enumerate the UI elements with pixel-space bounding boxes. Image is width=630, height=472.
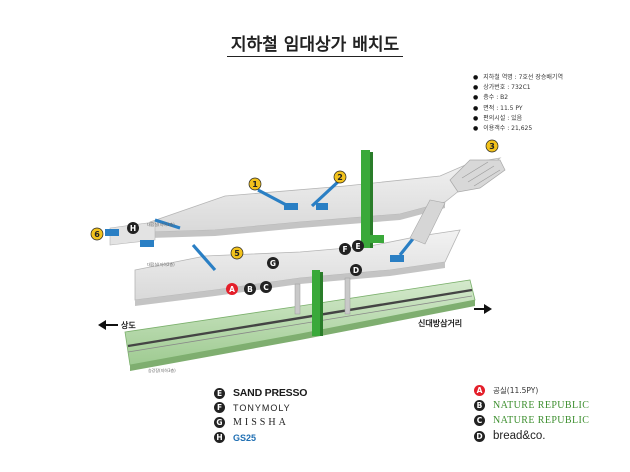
store-marker-d[interactable]: D	[350, 264, 362, 276]
store-badge: F	[214, 402, 225, 413]
svg-text:대합실(지하2층): 대합실(지하2층)	[147, 261, 175, 267]
page-title: 지하철 임대상가 배치도	[0, 30, 630, 57]
store-id: B	[247, 285, 253, 294]
exit-marker-2[interactable]: 2	[333, 170, 347, 184]
info-item: 층수 : B2	[473, 93, 563, 103]
concourse-upper	[109, 157, 502, 246]
store-badge: H	[214, 432, 225, 443]
store-marker-c[interactable]: C	[260, 281, 272, 293]
store-marker-b[interactable]: B	[244, 283, 256, 295]
station-info-list: 지하철 역명 : 7호선 장승배기역 상가번호 : 732C1 층수 : B2 …	[473, 73, 563, 134]
legend-item-c: C NATURE REPUBLIC	[474, 415, 589, 429]
brand-logo-bread-and-co: bread&co.	[493, 430, 546, 442]
store-badge: D	[474, 430, 485, 442]
exit-number: 1	[252, 180, 258, 189]
exit-number: 5	[234, 249, 240, 258]
svg-text:승강장(지하3층): 승강장(지하3층)	[148, 367, 176, 373]
info-item: 상가번호 : 732C1	[473, 83, 563, 93]
store-id: D	[353, 266, 359, 275]
info-item: 편의시설 : 있음	[473, 114, 563, 124]
direction-arrow-left-icon	[98, 320, 118, 330]
store-badge: B	[474, 400, 485, 411]
store-id: C	[263, 283, 269, 292]
concourse-lower	[134, 229, 461, 306]
brand-logo-missha: MISSHA	[233, 417, 289, 428]
legend-item-g: G MISSHA	[214, 417, 289, 431]
exit-marker-3[interactable]: 3	[485, 139, 499, 153]
info-item: 이용객수 : 21,625	[473, 124, 563, 134]
store-id: H	[130, 224, 136, 233]
exit-number: 6	[94, 230, 100, 239]
store-marker-f[interactable]: F	[339, 243, 351, 255]
exit-marker-5[interactable]: 5	[230, 246, 244, 260]
direction-arrow-right-icon	[474, 304, 492, 314]
brand-logo-gs25: GS25	[233, 432, 257, 443]
stairs-right	[409, 199, 446, 245]
store-id: G	[270, 259, 276, 268]
store-badge: G	[214, 417, 225, 428]
store-marker-a[interactable]: A	[226, 283, 238, 295]
legend-item-e: E SAND PRESSO	[214, 387, 307, 401]
info-item: 지하철 역명 : 7호선 장승배기역	[473, 73, 563, 83]
stairs-exit-3	[449, 159, 506, 193]
store-marker-g[interactable]: G	[267, 257, 279, 269]
legend-item-a: A 공실(11.5PY)	[474, 385, 538, 399]
store-marker-h[interactable]: H	[127, 222, 139, 234]
store-vacant-label: 공실(11.5PY)	[493, 386, 539, 395]
exit-marker-6[interactable]: 6	[90, 227, 104, 241]
store-marker-e[interactable]: E	[352, 240, 364, 252]
store-badge: E	[214, 387, 225, 399]
svg-text:대합실(지하1층): 대합실(지하1층)	[147, 221, 175, 227]
pillars	[294, 277, 351, 315]
direction-left-label: 상도	[121, 321, 136, 330]
store-id: F	[342, 245, 347, 254]
store-badge: A	[474, 385, 485, 396]
station-sign-icons	[105, 203, 404, 262]
brand-logo-nature-republic: NATURE REPUBLIC	[493, 415, 590, 426]
brand-logo-sandpresso: SAND PRESSO	[233, 387, 308, 399]
store-badge: C	[474, 415, 485, 426]
exit-marker-1[interactable]: 1	[248, 177, 262, 191]
legend-item-b: B NATURE REPUBLIC	[474, 400, 589, 414]
exit-number: 2	[337, 173, 343, 182]
brand-logo-tonymoly: TONYMOLY	[233, 402, 291, 413]
store-id: A	[229, 285, 235, 294]
elevator-shafts	[312, 150, 384, 336]
brand-logo-nature-republic: NATURE REPUBLIC	[493, 400, 590, 411]
legend-item-f: F TONYMOLY	[214, 402, 291, 416]
legend-item-h: H GS25	[214, 432, 256, 446]
exit-number: 3	[489, 142, 495, 151]
floor-labels: 대합실(지하1층) 대합실(지하2층) 승강장(지하3층)	[147, 221, 176, 373]
direction-right-label: 신대방삼거리	[418, 319, 463, 328]
info-item: 면적 : 11.5 PY	[473, 104, 563, 114]
store-id: E	[355, 242, 360, 251]
